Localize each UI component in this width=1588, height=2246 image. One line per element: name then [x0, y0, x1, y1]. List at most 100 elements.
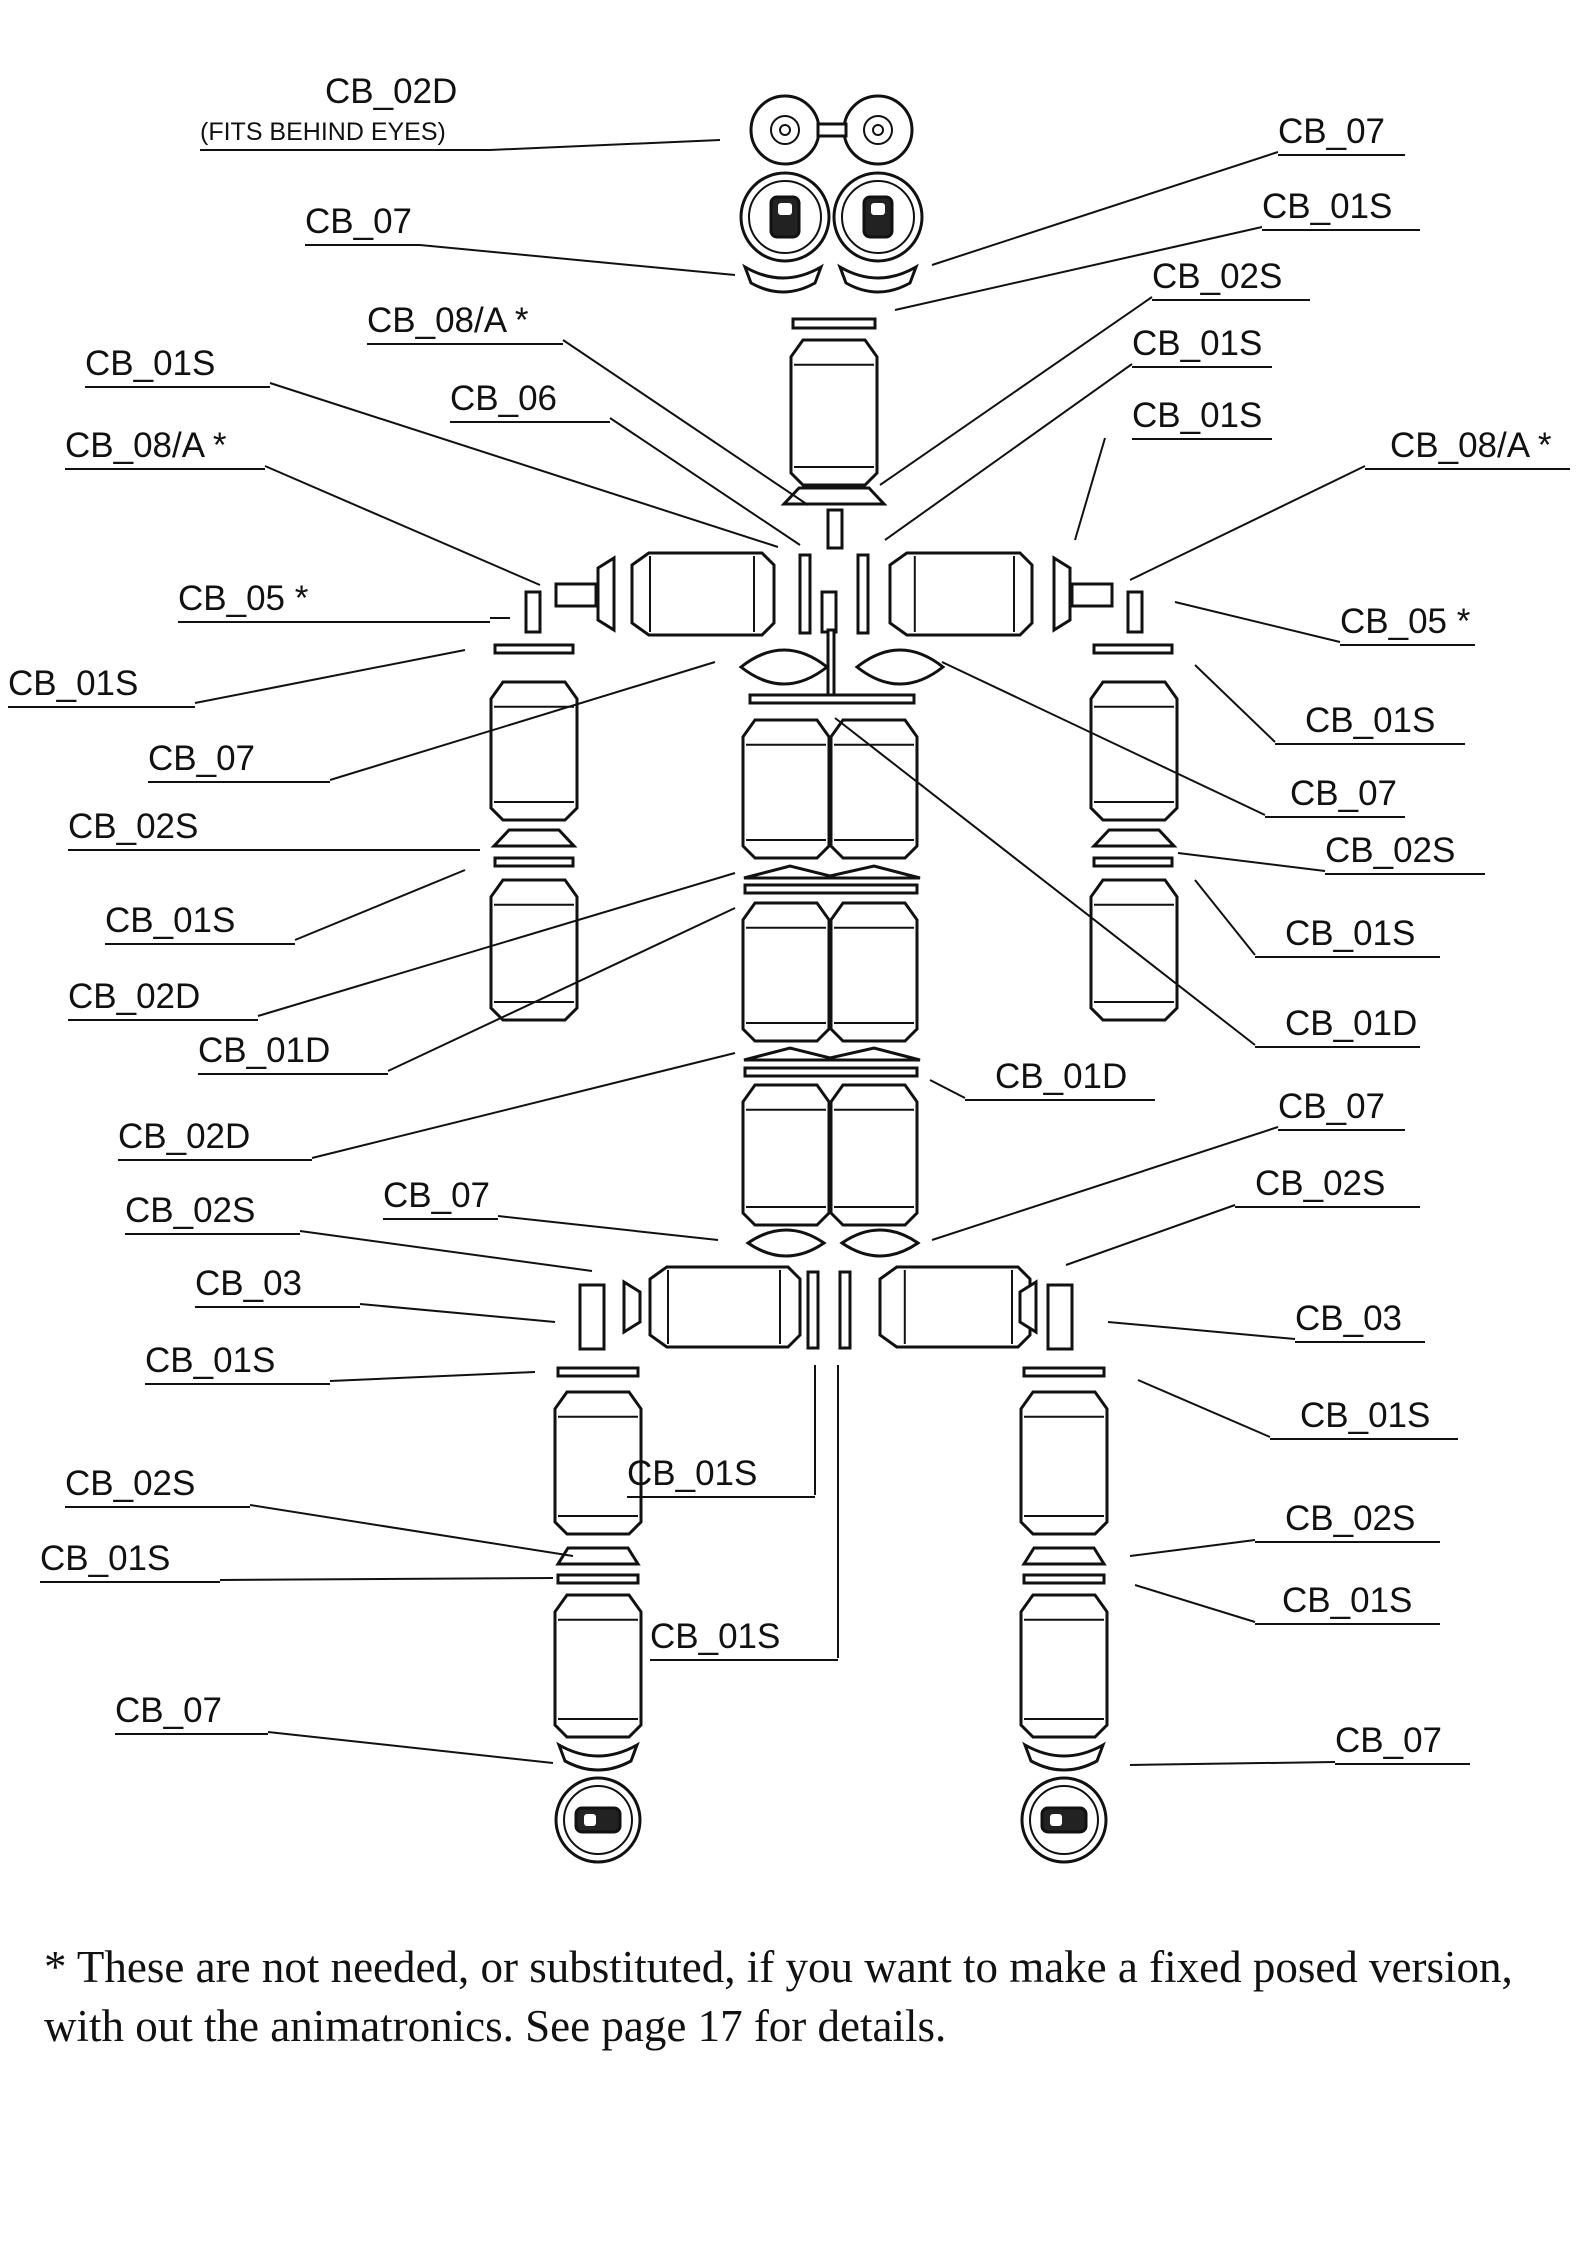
hip-cap-right [839, 1228, 921, 1258]
arm-pin-right [1126, 590, 1144, 634]
thigh-ring-left [556, 1366, 640, 1378]
callout-waist-connector: CB_02D [118, 1117, 250, 1156]
callout-elbow-connector-left: CB_02S [68, 807, 198, 846]
can-body [489, 878, 579, 1022]
tab-hole [778, 203, 792, 215]
callout-hip-connector-left: CB_02S [125, 1191, 255, 1230]
can-body [829, 901, 919, 1043]
neck-servo [826, 508, 844, 550]
leader-upper-arm-ring-right [1194, 664, 1276, 743]
eye-cap-left [742, 263, 824, 294]
pelvis-ring-lower [838, 1270, 852, 1350]
tab-hole [584, 1814, 596, 1826]
elbow-connector-left [490, 828, 578, 848]
callout-shoulder-ring-left: CB_01S [85, 344, 215, 383]
neck-connector [780, 486, 888, 506]
can-body [888, 551, 1034, 637]
callout-shin-ring-right: CB_01S [1282, 1581, 1412, 1620]
callout-foot-cap-left: CB_07 [115, 1691, 222, 1730]
eye-backing-part [749, 94, 914, 166]
torso-ring-top [743, 883, 919, 895]
leader-shoulder-servo-left [264, 465, 541, 586]
leader-foot-cap-left [267, 1731, 554, 1764]
can-body [1089, 680, 1179, 822]
callout-thigh-ring-right: CB_01S [1300, 1396, 1430, 1435]
can-body [878, 1265, 1032, 1349]
belly-can-right [829, 901, 919, 1043]
torso-ring-mid [743, 1066, 919, 1078]
can-body [648, 1265, 802, 1349]
shin-right [1019, 1593, 1109, 1739]
shoulder-cap-left [738, 648, 830, 686]
callout-shoulder-servo-left: CB_08/A * [65, 426, 227, 465]
can-body [829, 718, 919, 860]
can-body [630, 551, 776, 637]
callout-knee-connector-left: CB_02S [65, 1464, 195, 1503]
leader-knee-connector-right [1129, 1539, 1256, 1557]
leader-forearm-ring-left [294, 869, 466, 941]
shoulder-cap-right [854, 648, 946, 686]
leader-shin-ring-left [219, 1577, 554, 1581]
leader-shoulder-cap-left [329, 661, 716, 781]
leader-thigh-ring-left [329, 1371, 536, 1382]
can-body [489, 680, 579, 822]
callout-hip-pin-right: CB_03 [1295, 1299, 1402, 1338]
callout-knee-connector-right: CB_02S [1285, 1499, 1415, 1538]
callout-torso-ring-mid: CB_01D [995, 1057, 1127, 1096]
shoulder-ring-right [856, 553, 870, 635]
hip-pin-right [1046, 1283, 1074, 1351]
leader-neck-connector [879, 296, 1153, 486]
leader-hip-cap-right [931, 1126, 1279, 1241]
upper-arm-left [489, 680, 579, 822]
shin-left [553, 1593, 643, 1739]
robot-parts [489, 94, 1179, 1864]
callout-shin-ring-left: CB_01S [40, 1539, 170, 1578]
leader-hip-cap-left [497, 1215, 719, 1241]
callout-shoulder-cap-right: CB_07 [1290, 774, 1397, 813]
callout-hip-cap-right: CB_07 [1278, 1087, 1385, 1126]
hip-connector-left [622, 1279, 642, 1335]
can-body [553, 1390, 643, 1536]
chest-ring [748, 693, 916, 705]
leader-chest-ring [834, 717, 1256, 1046]
waist-connector [743, 1046, 921, 1062]
callout-neck-connector: CB_02S [1152, 257, 1282, 296]
can-body [1019, 1390, 1109, 1536]
leader-upper-arm-ring-left [194, 649, 466, 704]
leader-shoulder-cap-right [941, 661, 1266, 816]
chest-connector [743, 864, 921, 880]
leader-hip-connector-right [1065, 1204, 1236, 1266]
can-body [553, 1593, 643, 1739]
callout-neck-servo: CB_08/A * [367, 301, 529, 340]
knee-connector-left [555, 1546, 641, 1566]
foot-left [554, 1776, 642, 1864]
foot-cap-right [1022, 1741, 1106, 1772]
leader-knee-connector-left [249, 1504, 574, 1557]
can-body [741, 718, 831, 860]
callout-upper-arm-ring-right: CB_01S [1305, 701, 1435, 740]
leader-head-eye-cap-right [931, 151, 1279, 266]
eye-right [832, 171, 924, 263]
leader-shoulder-servo-right [1129, 465, 1366, 581]
leader-waist-connector [311, 1052, 736, 1159]
leader-neck-servo [562, 339, 809, 506]
hip-can-right [878, 1265, 1032, 1349]
can-body [1019, 1593, 1109, 1739]
callout-arm-pin-left: CB_05 * [178, 579, 309, 618]
callout-arm-pin-right: CB_05 * [1340, 602, 1471, 641]
leader-torso-ring-top [387, 907, 736, 1072]
forearm-ring-right [1092, 856, 1174, 868]
callout-shoulder-servo-right: CB_08/A * [1390, 426, 1552, 465]
part-labels: CB_02D(FITS BEHIND EYES)CB_07CB_07CB_01S… [8, 72, 1552, 1760]
callout-head-ring-top: CB_01S [1262, 187, 1392, 226]
neck-rod-top [820, 590, 838, 634]
callout-shoulder-ring-right: CB_01S [1132, 396, 1262, 435]
shoulder-connector-right [1052, 555, 1072, 633]
leader-head-ring-top [894, 226, 1263, 311]
leader-arm-pin-right [1174, 601, 1341, 643]
head-can [789, 338, 879, 487]
hip-connector-right [1018, 1279, 1038, 1335]
leader-thigh-ring-right [1137, 1379, 1271, 1438]
callout-head-eye-cap-right: CB_07 [1278, 112, 1385, 151]
upper-arm-right [1089, 680, 1179, 822]
